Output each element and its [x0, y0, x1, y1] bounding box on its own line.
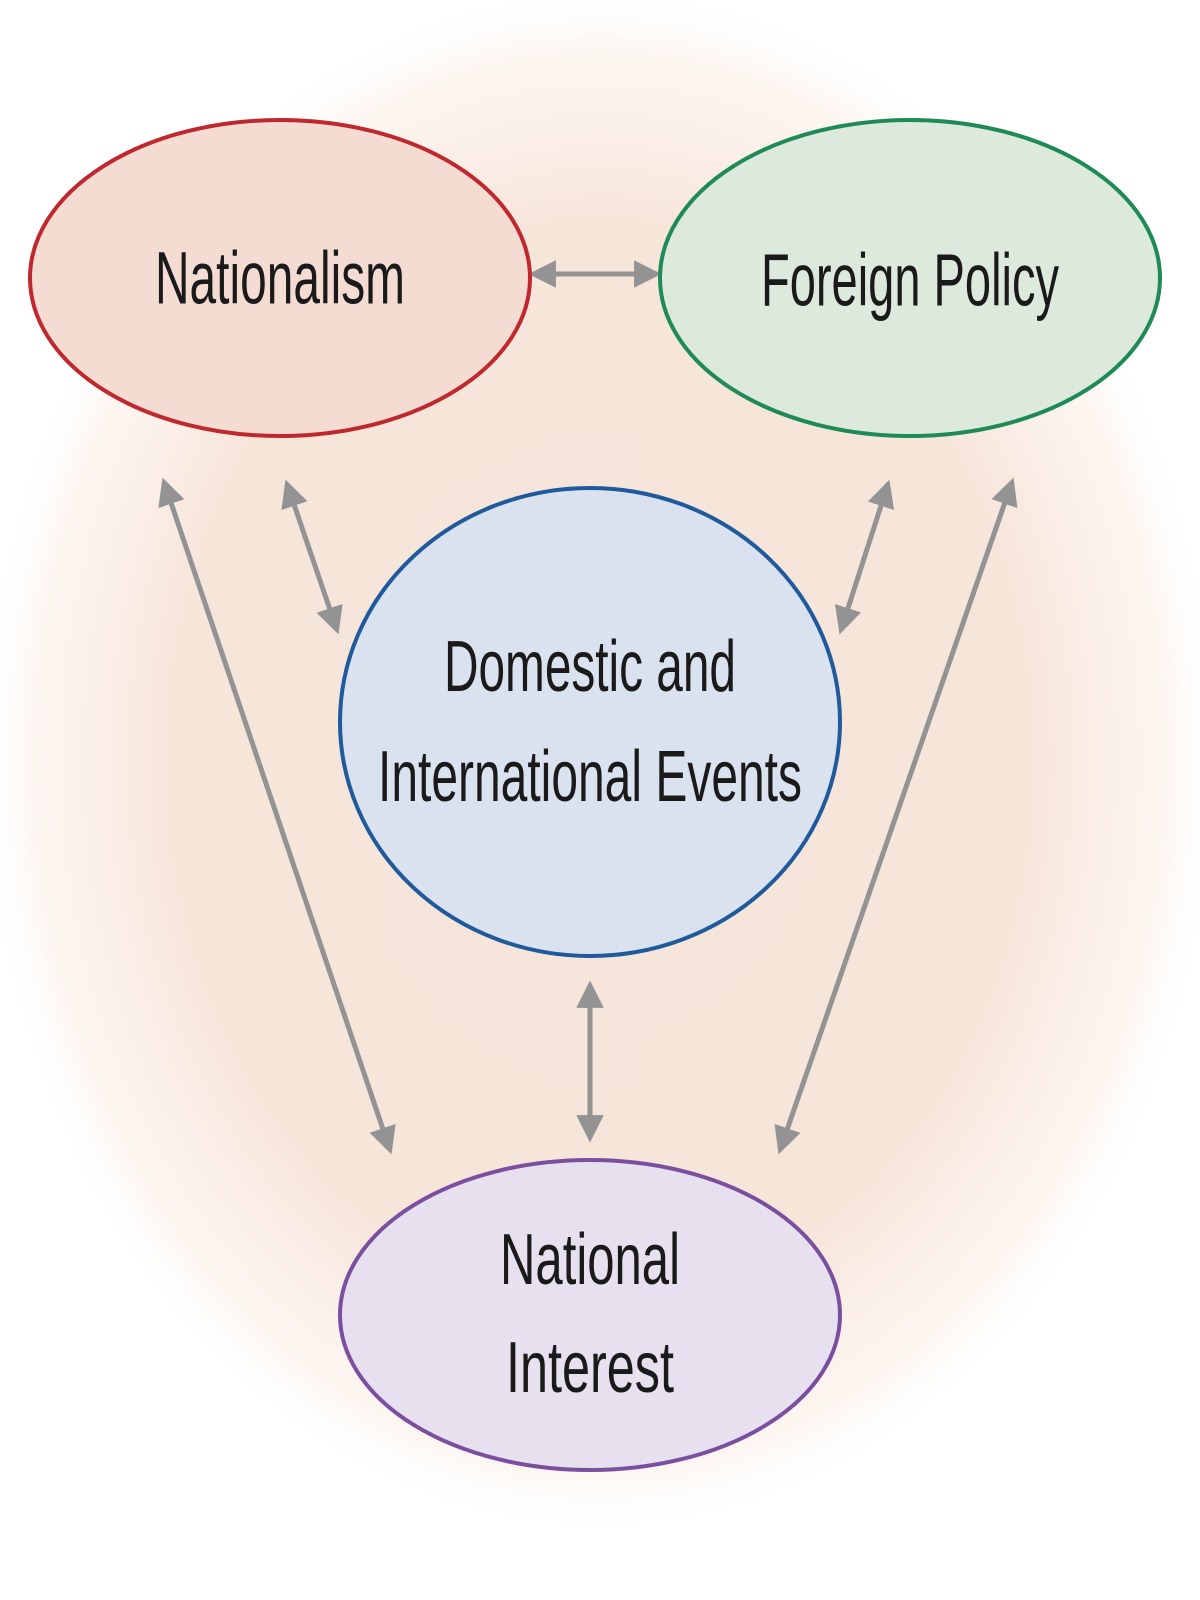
arrow-foreign-policy-national-interest [774, 477, 1018, 1155]
national-interest-label-line2: Interest [506, 1328, 674, 1408]
arrow-nationalism-events [281, 479, 343, 635]
arrows [158, 260, 1018, 1155]
node-foreign-policy: Foreign Policy [658, 118, 1162, 438]
node-events: Domestic and International Events [338, 486, 842, 958]
nationalism-label: Nationalism [155, 237, 405, 320]
events-label-line2: International Events [378, 737, 802, 817]
events-ellipse [338, 486, 842, 958]
nationalism-ellipse [28, 118, 532, 438]
node-national-interest: National Interest [338, 1158, 842, 1472]
national-interest-label-line1: National [500, 1220, 680, 1300]
foreign-policy-ellipse [658, 118, 1162, 438]
foreign-policy-label: Foreign Policy [761, 239, 1059, 322]
national-interest-ellipse [338, 1158, 842, 1472]
arrow-nationalism-national-interest [158, 477, 396, 1155]
arrow-foreign-policy-events [834, 479, 895, 635]
node-nationalism: Nationalism [28, 118, 532, 438]
events-label-line1: Domestic and [444, 627, 736, 707]
